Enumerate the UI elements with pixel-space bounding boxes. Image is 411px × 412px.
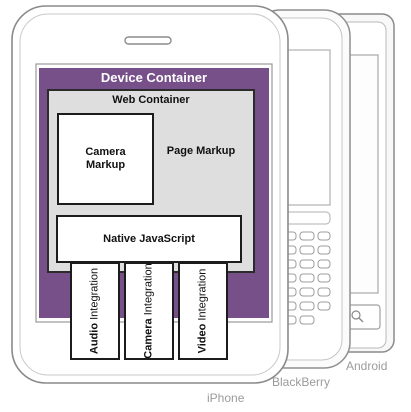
audio-integration-box: Audio Integration: [70, 262, 120, 360]
camera-integration-box: Camera Integration: [124, 262, 174, 360]
device-container-title: Device Container: [100, 70, 208, 85]
audio-integration-label: Audio Integration: [88, 267, 101, 355]
native-javascript-box: Native JavaScript: [56, 215, 242, 263]
camera-markup-box: Camera Markup: [57, 113, 154, 205]
camera-markup-label: Camera Markup: [85, 146, 126, 171]
page-markup-label: Page Markup: [166, 145, 236, 157]
blackberry-label: BlackBerry: [272, 375, 330, 389]
camera-integration-label: Camera Integration: [142, 263, 155, 359]
search-icon: [351, 310, 364, 323]
android-label: Android: [346, 359, 387, 373]
iphone-label: iPhone: [207, 391, 245, 405]
video-integration-box: Video Integration: [178, 262, 228, 360]
speaker-slot: [124, 36, 172, 45]
keyboard-keys: [281, 231, 331, 325]
video-integration-label: Video Integration: [196, 268, 209, 354]
web-container-title: Web Container: [112, 94, 190, 106]
native-javascript-label: Native JavaScript: [103, 233, 195, 245]
